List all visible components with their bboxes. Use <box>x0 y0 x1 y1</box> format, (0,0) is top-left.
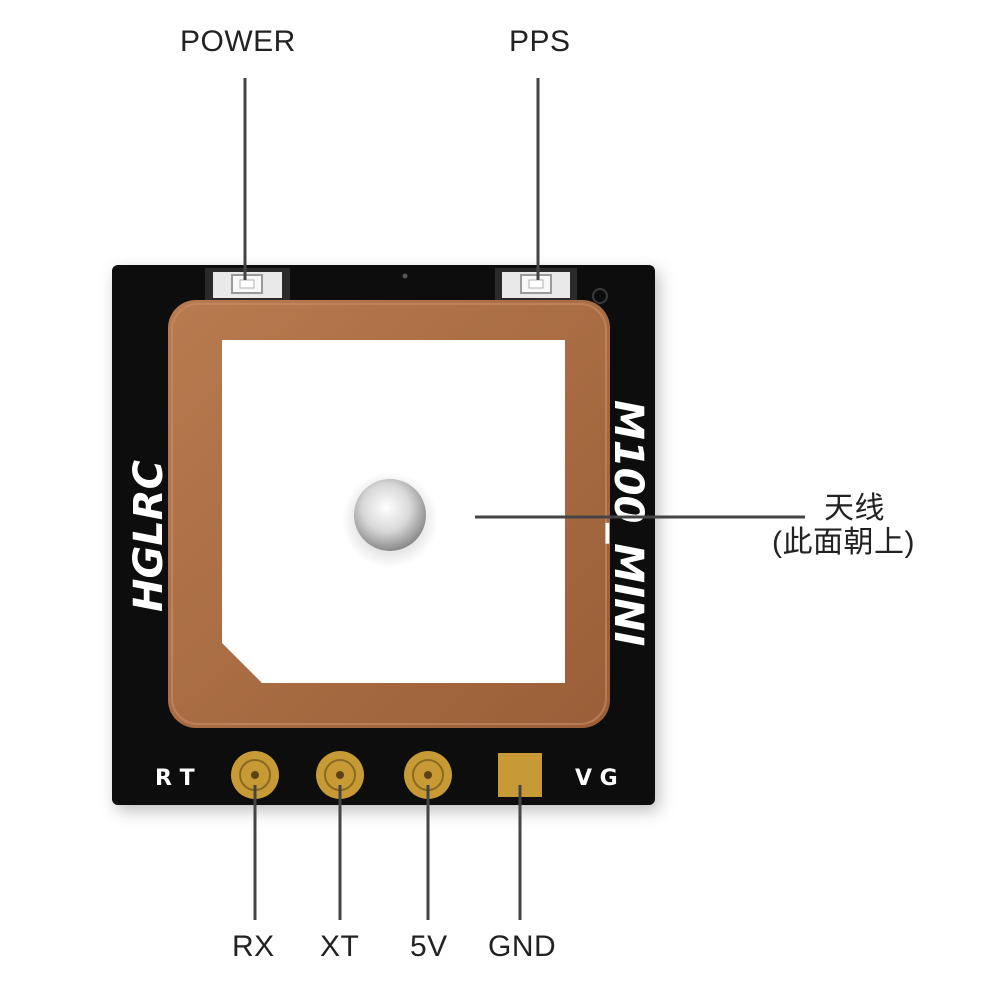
pps-label: PPS <box>509 25 571 58</box>
board-marker <box>592 288 608 304</box>
patch-antenna-highlight <box>171 303 607 725</box>
rx-label: RX <box>232 930 275 963</box>
fivev-label: 5V <box>410 930 448 963</box>
board-via <box>402 273 408 279</box>
power-label: POWER <box>180 25 296 58</box>
brand-silkscreen: HGLRC <box>126 460 172 612</box>
antenna-feed-pin <box>354 479 426 551</box>
antenna-label-line2: (此面朝上) <box>772 526 915 559</box>
model-silkscreen: M100_MINI <box>605 400 651 646</box>
rx-pad <box>231 751 279 799</box>
pad-left-silkscreen: R T <box>155 766 195 791</box>
antenna-label: 天线 (此面朝上) <box>772 492 952 560</box>
pad-right-silkscreen: V G <box>575 766 618 791</box>
gnd-label: GND <box>488 930 557 963</box>
power-led <box>205 268 290 302</box>
pps-led <box>495 268 577 302</box>
xt-label: XT <box>320 930 360 963</box>
antenna-label-line1: 天线 <box>824 492 885 525</box>
